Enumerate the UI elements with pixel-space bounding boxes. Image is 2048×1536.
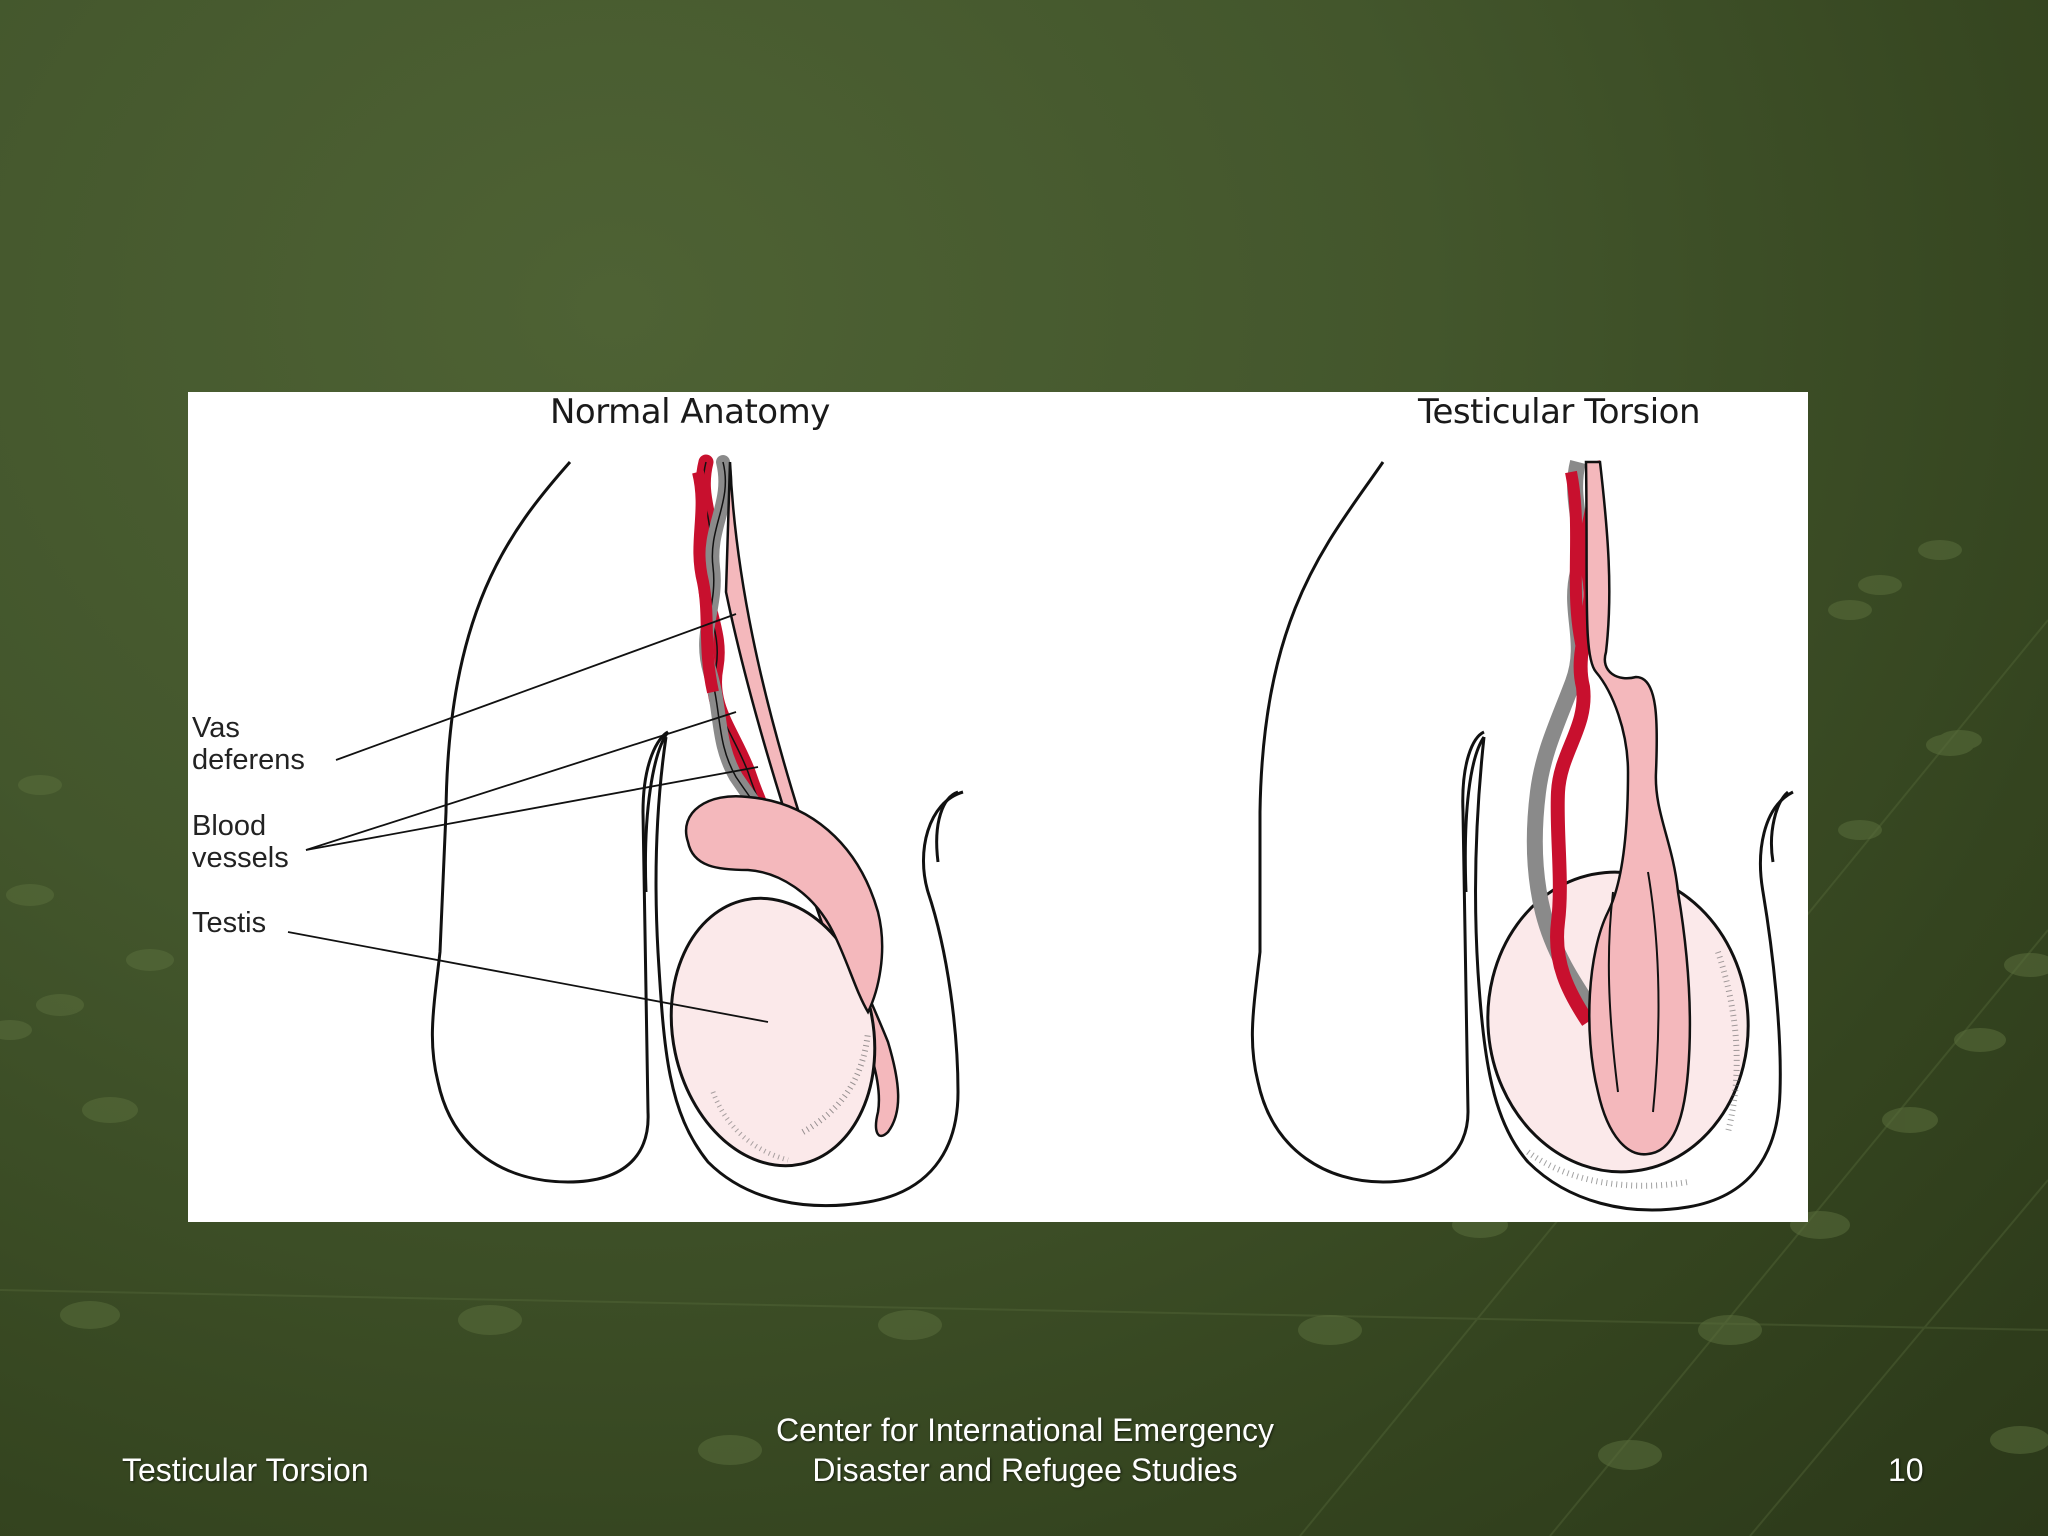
page-number: 10 [1888, 1452, 1924, 1488]
normal-testis [669, 896, 877, 1168]
normal-anatomy-title: Normal Anatomy [550, 392, 830, 432]
anatomy-illustration [287, 454, 1794, 1212]
normal-anatomy-drawing [430, 461, 964, 1208]
label-blood-vessels: Blood vessels [192, 810, 289, 874]
label-vas-deferens-line1: Vas [192, 712, 240, 744]
normal-spermatic-cord [692, 454, 790, 850]
label-blood-vessels-line1: Blood [192, 810, 267, 842]
footer-organization-line2: Disaster and Refugee Studies [812, 1452, 1238, 1488]
footer-organization: Center for International Emergency Disas… [700, 1410, 1350, 1490]
label-vas-deferens: Vas deferens [192, 712, 305, 776]
testicular-torsion-title: Testicular Torsion [1418, 392, 1701, 432]
label-blood-vessels-line2: vessels [192, 842, 289, 874]
torsion-vas-deferens [1584, 460, 1692, 1156]
leader-lines [287, 613, 769, 1023]
normal-epididymis [684, 794, 884, 1015]
anatomy-figure: Normal Anatomy Testicular Torsion Vas de… [188, 392, 1808, 1222]
torsion-drawing [1250, 461, 1794, 1212]
footer-organization-line1: Center for International Emergency [775, 1412, 1275, 1448]
label-testis: Testis [192, 907, 267, 939]
footer-title: Testicular Torsion [122, 1452, 369, 1488]
label-vas-deferens-line2: deferens [192, 744, 305, 776]
